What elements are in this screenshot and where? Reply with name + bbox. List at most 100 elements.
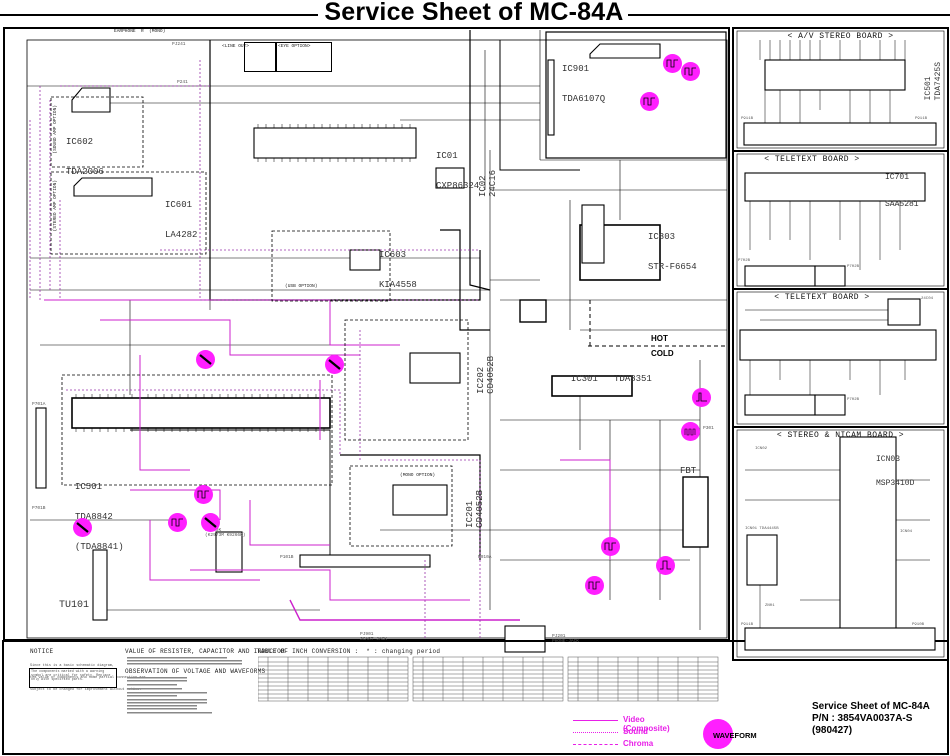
ic02-label: IC02 24C16 (468, 170, 498, 208)
ic501-label: IC501 TDA8842 (TDA8841) (75, 462, 124, 562)
safety-notice-box: The components marked with a warning sym… (29, 668, 117, 688)
ic601-label: IC601 LA4282 (165, 180, 197, 250)
waveform-marker[interactable] (168, 513, 187, 532)
square-wave-icon (666, 59, 678, 68)
teletext-ic-label: IC701 SAA5281 (885, 155, 919, 218)
av-stereo-board-title: < A/V STEREO BOARD > (787, 32, 894, 41)
title-rule-left (0, 14, 318, 16)
square-wave-icon (588, 581, 600, 590)
square-wave-icon (643, 97, 655, 106)
nicam-subic-label: ICN02 (755, 447, 768, 451)
observation-title: OBSERVATION OF VOLTAGE AND WAVEFORMS (125, 668, 266, 675)
pulse-wave-icon (660, 560, 671, 570)
sawtooth-wave-icon (199, 354, 212, 365)
square-wave-icon (684, 67, 696, 76)
ic501-part: TDA8842 (75, 512, 113, 522)
legend-label: Video (Composite) (623, 715, 670, 733)
ic201-part: CD4052B (475, 490, 485, 528)
nicam-ic-ref: ICN03 (876, 455, 901, 464)
nicam-subic-label: ICN01 TDA4445B (745, 527, 779, 531)
ic201-label: IC201 CD4052B (455, 490, 485, 539)
dash-dot-line-swatch (573, 744, 618, 745)
ic602-label: IC602 TDA2006 (66, 117, 104, 187)
square-wave-icon (604, 542, 616, 551)
notice-title: NOTICE (30, 648, 54, 655)
footer-info: Service Sheet of MC-84A P/N : 3854VA0037… (812, 701, 930, 737)
cold-side-label: COLD (651, 349, 674, 358)
av-stereo-ic-part: TDA7425S (934, 62, 943, 101)
ic501-ref: IC501 (75, 482, 103, 492)
ic803-ref: IC803 (648, 232, 676, 242)
ic501-alt-part: (TDA8841) (75, 542, 124, 552)
footer-title: Service Sheet of MC-84A (812, 701, 930, 712)
notice-line: subject to be changed for improvement wi… (30, 688, 142, 692)
waveform-marker[interactable] (640, 92, 659, 111)
ic603-ref: IC603 (379, 250, 407, 260)
ripple-wave-icon (684, 428, 696, 436)
mono-option-label: (MONO OPTION) (400, 473, 436, 478)
pulse-wave-icon (696, 392, 707, 402)
ic202-ref: IC202 (476, 366, 486, 394)
ic202-part: CD4052B (486, 356, 496, 394)
inch-conversion-tables (258, 656, 719, 702)
ic901-label: IC901 TDA6107Q (562, 44, 605, 114)
ic901-part: TDA6107Q (562, 94, 606, 104)
teletext-board-2-title: < TELETEXT BOARD > (774, 293, 870, 302)
teletext-2-connector-label: P702B (847, 398, 860, 402)
eye-option-box (276, 42, 332, 72)
waveform-marker[interactable] (663, 54, 682, 73)
scart-jack-label: PJ901 SCART JACK (360, 632, 388, 642)
legend-item-sound: Sound (573, 727, 693, 739)
ic301-ref: IC301 (570, 374, 598, 384)
inch-conversion-title: TABLE OF INCH CONVERSION : * : changing … (257, 648, 441, 655)
stereo-amp-option-label: (STEREO AMP OPTION) (53, 180, 58, 232)
av-stereo-ic-label: IC501 TDA7425S (914, 62, 944, 110)
p301-label: P301 (703, 426, 714, 431)
ic01-ref: IC01 (436, 151, 458, 161)
waveform-legend-marker (703, 719, 733, 749)
nicam-subic-label: ZN01 (765, 604, 775, 608)
waveform-marker[interactable] (201, 513, 220, 532)
hot-side-label: HOT (651, 334, 668, 343)
waveform-marker[interactable] (196, 350, 215, 369)
teletext-connector-label: P702B (738, 259, 751, 263)
ic601-ref: IC601 (165, 200, 193, 210)
nicam-ic-part: MSP3410D (876, 479, 915, 488)
legend-item-video: Video (Composite) (573, 715, 693, 733)
ic01-part: CXP86324 (436, 181, 480, 191)
av-stereo-ic-ref: IC501 (924, 76, 933, 101)
sawtooth-wave-icon (328, 359, 341, 370)
waveform-marker[interactable] (194, 485, 213, 504)
ic603-label: IC603 KIA4558 (379, 230, 417, 300)
p701a-label: P701A (32, 402, 46, 407)
waveform-marker[interactable] (681, 422, 700, 441)
ic603-part: KIA4558 (379, 280, 417, 290)
square-wave-icon (197, 490, 209, 499)
rlc-notes-text (127, 657, 242, 714)
waveform-marker[interactable] (73, 518, 92, 537)
av-stereo-connector-label: P911B (741, 117, 754, 121)
p910a-label: P910A (478, 555, 492, 560)
pj241-label: PJ241 (172, 42, 186, 47)
waveform-marker[interactable] (681, 62, 700, 81)
legend-label: Chroma (623, 739, 654, 748)
p241-label: P241 (177, 80, 188, 85)
line-legend: Video (Composite) Sound Chroma (573, 715, 693, 751)
sound-amp-option-label: (SOUND AMP OPTION) (53, 105, 58, 154)
ic202-label: IC202 CD4052B (466, 356, 496, 405)
waveform-marker[interactable] (656, 556, 675, 575)
teletext-ic-part: SAA5281 (885, 200, 919, 209)
ic01-label: IC01 CXP86324 (436, 131, 479, 201)
ic601-part: LA4282 (165, 230, 198, 240)
solid-line-swatch (573, 720, 618, 721)
rlc-values-title: VALUE OF RESISTER, CAPACITOR AND INDUCTO… (125, 648, 285, 655)
waveform-marker[interactable] (325, 355, 344, 374)
eeprom-label: 24C04 (921, 297, 934, 301)
sawtooth-wave-icon (204, 517, 217, 528)
ic201-ref: IC201 (465, 500, 475, 528)
waveform-marker[interactable] (585, 576, 604, 595)
waveform-marker[interactable] (692, 388, 711, 407)
ic901-ref: IC901 (562, 64, 590, 74)
waveform-marker[interactable] (601, 537, 620, 556)
